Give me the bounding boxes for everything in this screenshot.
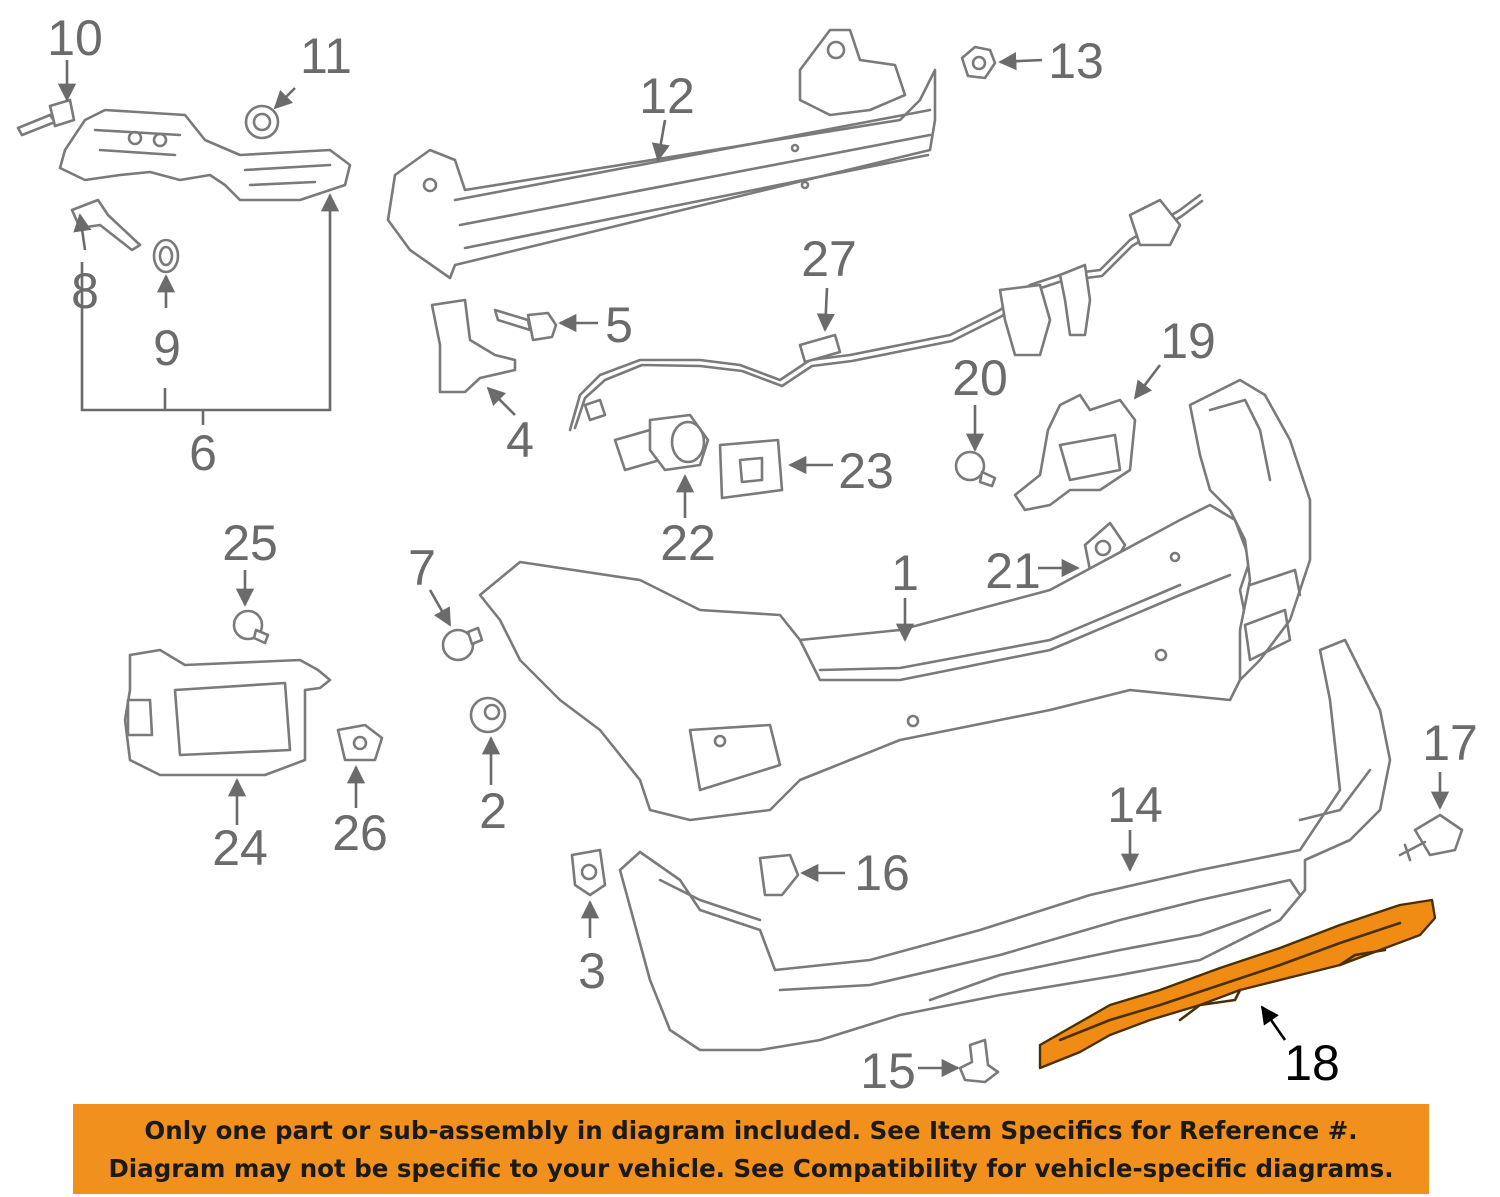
notice-line-2: Diagram may not be specific to your vehi… xyxy=(108,1154,1394,1183)
notice-banner: Only one part or sub-assembly in diagram… xyxy=(73,1104,1429,1194)
callout-9: 9 xyxy=(153,320,181,376)
callout-8: 8 xyxy=(71,263,99,319)
notice-line-1: Only one part or sub-assembly in diagram… xyxy=(144,1116,1358,1145)
part-16-clip xyxy=(758,853,800,897)
callout-6: 6 xyxy=(189,425,217,481)
callout-5: 5 xyxy=(605,297,633,353)
part-14-lower-fascia xyxy=(618,638,1392,1052)
parts-diagram: 10 11 13 12 8 9 6 5 4 27 19 20 23 22 25 … xyxy=(16,10,1478,1099)
callout-16: 16 xyxy=(854,845,910,901)
callout-23: 23 xyxy=(838,443,894,499)
callout-27: 27 xyxy=(801,231,857,287)
part-12-impact-bar xyxy=(386,28,937,280)
part-19-reflector-bracket xyxy=(1013,393,1137,512)
callout-19: 19 xyxy=(1160,313,1216,369)
part-26-clip xyxy=(336,723,384,762)
callout-13: 13 xyxy=(1048,33,1104,89)
callout-24: 24 xyxy=(212,820,268,876)
part-10-bolt xyxy=(16,98,76,137)
part-13-nut xyxy=(960,45,997,80)
part-2-push-pin xyxy=(469,696,507,734)
part-20-push-pin xyxy=(954,450,997,488)
part-23-bracket xyxy=(718,438,784,500)
callout-4: 4 xyxy=(506,412,534,468)
part-9-washer xyxy=(152,238,180,274)
part-6-bracket xyxy=(58,108,352,202)
callout-7: 7 xyxy=(408,540,436,596)
part-24-module xyxy=(123,648,332,777)
callout-numbers: 10 11 13 12 8 9 6 5 4 27 19 20 23 22 25 … xyxy=(47,10,1478,1099)
leader-lines xyxy=(57,52,1450,1078)
part-11-grommet xyxy=(244,104,280,140)
part-7-push-pin xyxy=(441,626,484,662)
callout-18: 18 xyxy=(1284,1035,1340,1091)
callout-15: 15 xyxy=(860,1043,916,1099)
part-22-sensor xyxy=(613,413,710,472)
callout-26: 26 xyxy=(332,805,388,861)
callout-10: 10 xyxy=(47,10,103,66)
part-18-skid-plate xyxy=(1038,898,1437,1070)
part-5-bolt xyxy=(493,308,558,342)
callout-12: 12 xyxy=(639,68,695,124)
callout-2: 2 xyxy=(479,783,507,839)
part-27-harness xyxy=(568,193,1204,432)
callout-1: 1 xyxy=(891,545,919,601)
callout-25: 25 xyxy=(222,515,278,571)
callout-3: 3 xyxy=(578,943,606,999)
callout-14: 14 xyxy=(1107,777,1163,833)
callout-22: 22 xyxy=(660,515,716,571)
part-25-bolt xyxy=(232,609,270,645)
callout-20: 20 xyxy=(952,350,1008,406)
part-15-push-pin xyxy=(958,1038,1000,1084)
part-3-retainer xyxy=(570,848,607,897)
part-4-bracket xyxy=(430,298,517,394)
part-1-bumper-cover xyxy=(478,378,1312,822)
callout-11: 11 xyxy=(300,28,352,84)
callout-21: 21 xyxy=(985,543,1041,599)
part-17-cap xyxy=(1398,813,1464,862)
callout-17: 17 xyxy=(1422,715,1478,771)
